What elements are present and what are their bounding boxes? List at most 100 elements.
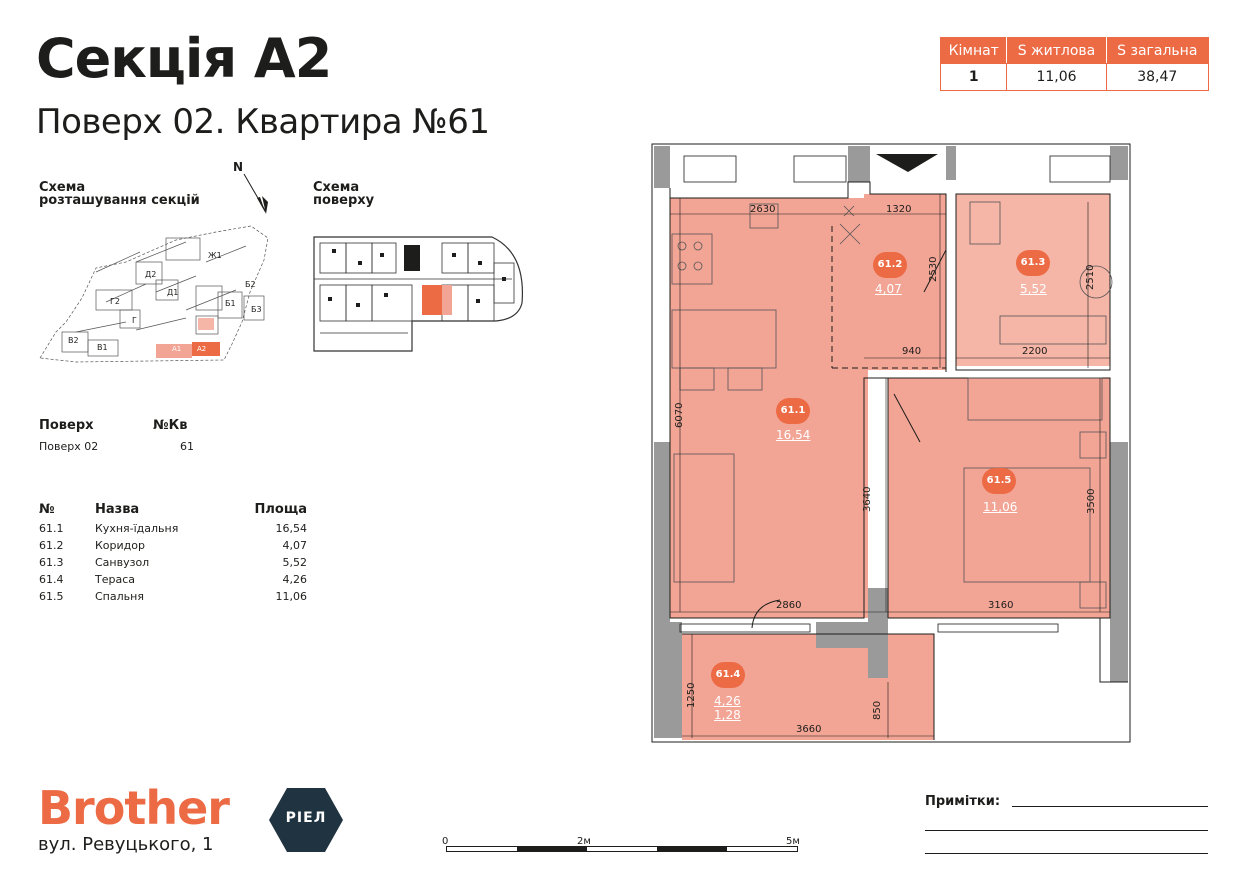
brand-badge-label: РІЕЛ — [285, 810, 327, 826]
summary-value-total: 38,47 — [1105, 63, 1210, 91]
apartment-value: 61 — [180, 440, 194, 453]
dimension-label: 3660 — [796, 724, 822, 735]
room-area: 5,52 — [282, 556, 308, 569]
section-tag-zh1: Ж1 — [208, 251, 222, 260]
dimension-label: 1320 — [886, 204, 912, 215]
room-tag-61-1: 61.1 — [776, 398, 810, 424]
section-tag-d1: Д1 — [167, 288, 179, 297]
room-tag-61-4: 61.4 — [711, 662, 745, 688]
page-subtitle: Поверх 02. Квартира №61 — [36, 102, 490, 142]
room-name: Коридор — [95, 539, 145, 552]
section-tag-b2: Б2 — [245, 280, 256, 289]
rooms-table: № Назва Площа 61.1 Кухня-їдальня 16,54 6… — [39, 500, 307, 605]
section-tag-g: Г — [132, 316, 137, 325]
room-tag-61-5: 61.5 — [982, 468, 1016, 494]
dimension-label: 1250 — [686, 682, 697, 708]
brand-logo-text: Brother — [38, 781, 230, 835]
scale-label-5m: 5м — [786, 836, 800, 847]
room-area-61-2: 4,07 — [875, 282, 902, 296]
room-area-61-4: 4,26 — [714, 694, 741, 708]
section-tag-v1: В1 — [97, 343, 108, 352]
section-tag-b3: Б3 — [251, 305, 262, 314]
rooms-header-area: Площа — [254, 502, 307, 517]
floor-schema-plan — [313, 236, 524, 352]
summary-value-living: 11,06 — [1006, 63, 1107, 91]
room-name: Тераса — [95, 573, 135, 586]
section-tag-g2: Г2 — [110, 297, 120, 306]
summary-header-total: S загальна — [1105, 37, 1210, 64]
table-row: 61.4 Тераса 4,26 — [39, 571, 307, 588]
sections-schema-label-line2: розташування секцій — [39, 193, 200, 208]
room-area: 16,54 — [275, 522, 308, 535]
room-area: 11,06 — [275, 590, 308, 603]
apartment-floor-plan — [651, 143, 1131, 743]
summary-header-living: S житлова — [1006, 37, 1107, 64]
room-tag-61-2: 61.2 — [873, 252, 907, 278]
notes-line — [925, 830, 1208, 831]
section-tag-b1: Б1 — [225, 299, 236, 308]
room-name: Санвузол — [95, 556, 150, 569]
table-row: 61.1 Кухня-їдальня 16,54 — [39, 520, 307, 537]
section-tag-a1: А1 — [172, 345, 182, 353]
room-61-1-fill — [670, 198, 868, 618]
page-title: Секція А2 — [36, 27, 332, 90]
room-area-61-3: 5,52 — [1020, 282, 1047, 296]
floor-header: Поверх — [39, 418, 94, 433]
summary-table: Кімнат S житлова S загальна 1 11,06 38,4… — [939, 37, 1210, 91]
apartment-header: №Кв — [153, 418, 188, 433]
room-name: Спальня — [95, 590, 144, 603]
section-tag-d2: Д2 — [145, 270, 157, 279]
compass-arrow-icon — [243, 173, 268, 214]
dimension-label: 3640 — [862, 486, 873, 512]
rooms-header-no: № — [39, 502, 55, 517]
room-name: Кухня-їдальня — [95, 522, 179, 535]
dimension-label: 2630 — [750, 204, 776, 215]
room-area-61-1: 16,54 — [776, 428, 811, 442]
sections-schema-label: Схема розташування секцій — [39, 181, 200, 207]
floor-schema-label: Схема поверху — [313, 181, 374, 207]
room-61-2-fill — [864, 194, 946, 370]
sections-site-plan — [39, 225, 269, 363]
room-61-3-fill — [956, 194, 1110, 366]
room-tag-61-3: 61.3 — [1016, 250, 1050, 276]
room-area2-61-4: 1,28 — [714, 708, 741, 722]
dimension-label: 6070 — [674, 402, 685, 428]
notes-line — [925, 853, 1208, 854]
dimension-label: 2510 — [1085, 264, 1096, 290]
dimension-label: 940 — [902, 346, 922, 357]
floor-value: Поверх 02 — [39, 440, 99, 453]
dimension-label: 2200 — [1022, 346, 1048, 357]
dimension-label: 3160 — [988, 600, 1014, 611]
table-row: 61.3 Санвузол 5,52 — [39, 554, 307, 571]
scale-label-0: 0 — [442, 836, 449, 847]
brand-badge-icon — [269, 788, 343, 852]
rooms-table-header: № Назва Площа — [39, 500, 307, 520]
room-no: 61.4 — [39, 573, 64, 586]
table-row: 61.5 Спальня 11,06 — [39, 588, 307, 605]
room-area-61-5: 11,06 — [983, 500, 1018, 514]
notes-label: Примітки: — [925, 794, 1001, 809]
section-tag-v2: В2 — [68, 336, 79, 345]
room-no: 61.1 — [39, 522, 64, 535]
dimension-label: 850 — [872, 700, 883, 720]
dimension-label: 2530 — [928, 256, 939, 282]
scale-bar — [446, 846, 798, 852]
section-tag-a2: А2 — [197, 345, 207, 353]
summary-value-rooms: 1 — [939, 63, 1008, 91]
summary-header-rooms: Кімнат — [939, 37, 1008, 64]
floor-schema-label-line1: Схема — [313, 180, 360, 195]
dimension-label: 2860 — [776, 600, 802, 611]
room-no: 61.5 — [39, 590, 64, 603]
notes-line — [1012, 806, 1208, 807]
room-area: 4,26 — [282, 573, 308, 586]
sections-schema-label-line1: Схема — [39, 180, 86, 195]
room-no: 61.3 — [39, 556, 64, 569]
compass-north-label: N — [233, 160, 244, 174]
table-row: 61.2 Коридор 4,07 — [39, 537, 307, 554]
room-no: 61.2 — [39, 539, 64, 552]
floor-schema-label-line2: поверху — [313, 193, 375, 208]
scale-label-2m: 2м — [577, 836, 591, 847]
address: вул. Ревуцького, 1 — [38, 834, 214, 855]
rooms-header-name: Назва — [95, 502, 140, 517]
dimension-label: 3500 — [1086, 488, 1097, 514]
